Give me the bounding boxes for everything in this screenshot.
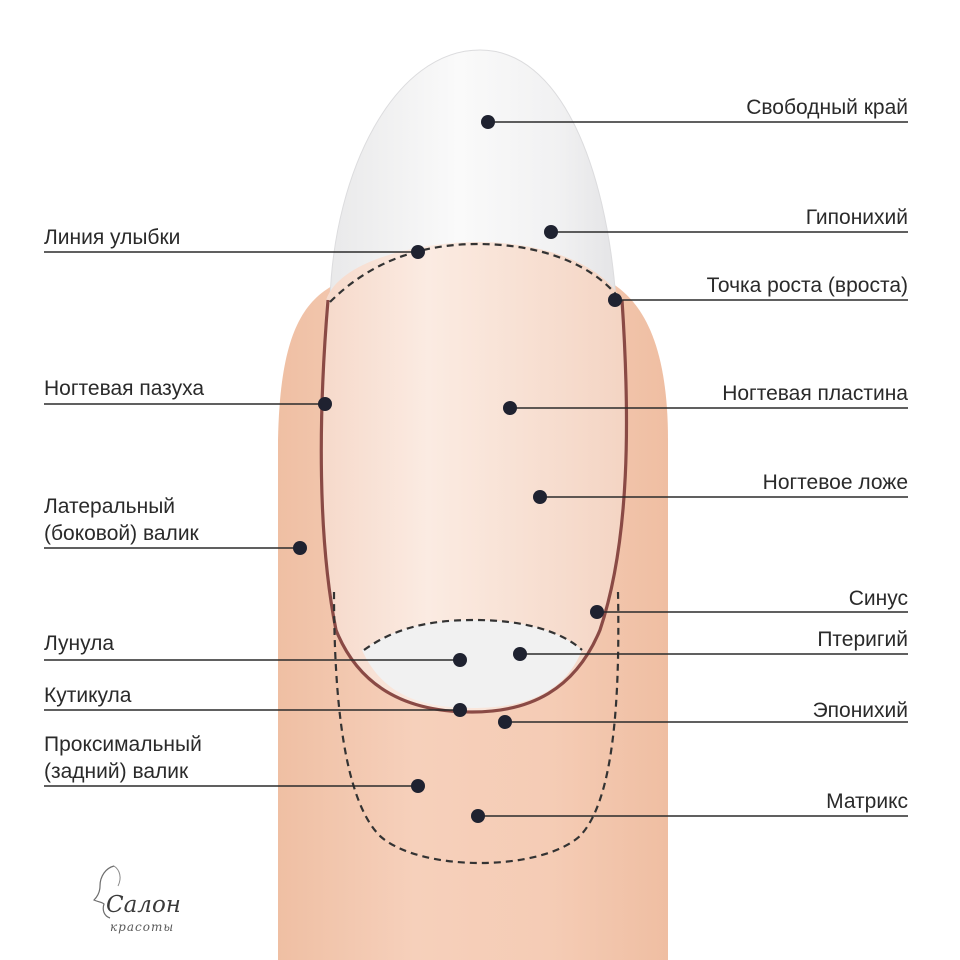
label-cuticle: Кутикула — [44, 682, 131, 709]
label-line: Линия улыбки — [44, 226, 181, 249]
marker-growth-point — [608, 293, 622, 307]
marker-pterygium — [513, 647, 527, 661]
label-line: Кутикула — [44, 684, 132, 707]
salon-logo-silhouette-icon — [92, 865, 121, 919]
matrix-outline-dashed — [332, 591, 620, 865]
label-sinus: Синус — [849, 585, 908, 612]
label-matrix: Матрикс — [826, 788, 908, 815]
label-line: Синус — [848, 587, 908, 610]
label-eponychium: Эпонихий — [813, 697, 908, 724]
label-pterygium: Птеригий — [817, 626, 908, 653]
label-line: Птеригий — [817, 628, 908, 651]
label-hyponychium: Гипонихий — [806, 204, 908, 231]
label-free-edge: Свободный край — [746, 94, 908, 121]
marker-sinus — [590, 605, 604, 619]
marker-hyponychium — [544, 225, 558, 239]
label-proximal-fold: Проксимальный (задний) валик — [44, 731, 202, 785]
label-growth-point: Точка роста (вроста) — [707, 272, 908, 299]
marker-matrix — [471, 809, 485, 823]
marker-lunula — [453, 653, 467, 667]
smile-line-dashed — [329, 242, 623, 303]
salon-logo: Салон красоты — [88, 862, 198, 942]
marker-proximal-fold — [411, 779, 425, 793]
label-smile-line: Линия улыбки — [44, 224, 180, 251]
marker-free-edge — [481, 115, 495, 129]
label-line: Гипонихий — [805, 206, 908, 229]
label-line: Ногтевое ложе — [762, 471, 908, 494]
label-line: (боковой) валик — [44, 522, 199, 545]
marker-cuticle — [453, 703, 467, 717]
lunula-border-dashed — [363, 618, 583, 651]
lunula-shape — [362, 620, 582, 708]
label-nail-sinus-fold: Ногтевая пазуха — [44, 375, 204, 402]
label-line: Эпонихий — [812, 699, 908, 722]
label-line: Ногтевая пазуха — [44, 377, 205, 400]
marker-eponychium — [498, 715, 512, 729]
marker-nail-sinus-fold — [318, 397, 332, 411]
nail-fold-outline — [319, 299, 629, 714]
label-line: Свободный край — [746, 96, 908, 119]
label-line: (задний) валик — [44, 760, 189, 783]
label-lateral-fold: Латеральный (боковой) валик — [44, 493, 199, 547]
marker-lateral-fold — [293, 541, 307, 555]
nail-plate-shape — [320, 242, 627, 712]
label-line: Точка роста (вроста) — [706, 274, 908, 297]
label-nail-plate: Ногтевая пластина — [722, 380, 908, 407]
logo-subtitle: красоты — [110, 920, 175, 934]
label-line: Латеральный — [44, 495, 176, 518]
label-lunula: Лунула — [44, 630, 114, 657]
label-line: Лунула — [44, 632, 115, 655]
marker-nail-bed — [533, 490, 547, 504]
label-line: Ногтевая пластина — [722, 382, 908, 405]
logo-title: Салон — [106, 892, 181, 918]
markers — [293, 115, 622, 823]
label-line: Проксимальный — [44, 733, 202, 756]
marker-nail-plate — [503, 401, 517, 415]
marker-smile-line — [411, 245, 425, 259]
label-line: Матрикс — [826, 790, 908, 813]
label-nail-bed: Ногтевое ложе — [763, 469, 908, 496]
leader-lines — [44, 121, 908, 817]
